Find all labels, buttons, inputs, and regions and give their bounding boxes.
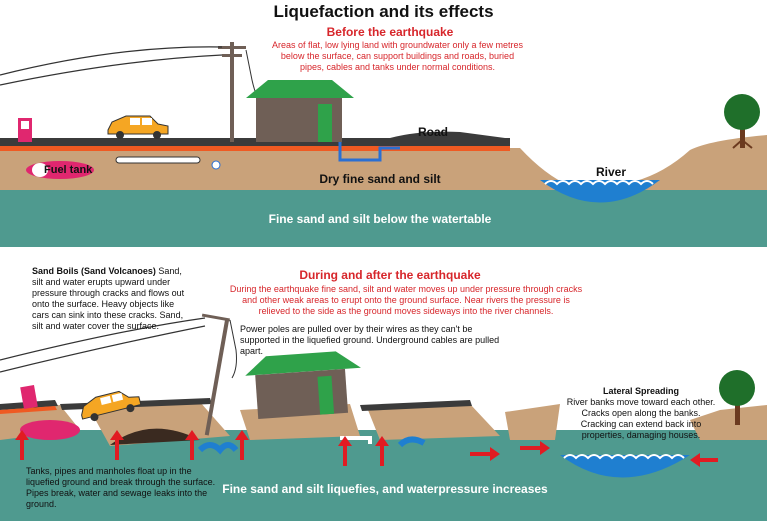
house-before	[246, 80, 400, 162]
road-hump-before	[390, 131, 505, 138]
river-after	[560, 455, 690, 478]
fuel-tank-label: Fuel tank	[44, 164, 93, 176]
car-after	[81, 390, 142, 422]
lateral-spreading-title: Lateral Spreading	[602, 386, 680, 396]
fuel-pump-after	[20, 384, 38, 410]
lateral-spreading-text: Lateral Spreading River banks move towar…	[566, 386, 716, 441]
road-before	[0, 138, 510, 146]
river-label-before: River	[596, 165, 627, 179]
page-title: Liquefaction and its effects	[273, 2, 494, 21]
river-before	[540, 180, 660, 203]
tree-after	[719, 370, 755, 425]
liquefies-label: Fine sand and silt liquefies, and waterp…	[222, 482, 548, 496]
dry-sand-label: Dry fine sand and silt	[319, 172, 441, 186]
orange-layer-before	[0, 146, 510, 151]
pipe-before	[115, 156, 201, 164]
sand-boils-text: Sand Boils (Sand Volcanoes) Sand, silt a…	[32, 266, 192, 332]
after-description: During the earthquake fine sand, silt an…	[229, 284, 583, 316]
sand-boil-after	[110, 428, 200, 445]
tree-before	[724, 94, 760, 149]
power-lines-before	[0, 46, 223, 86]
car-before	[107, 115, 169, 139]
power-poles-text: Power poles are pulled over by their wir…	[240, 324, 500, 356]
lateral-spreading-body: River banks move toward each other. Crac…	[566, 397, 716, 440]
pressure-arrows-up	[15, 430, 389, 466]
groundwater-layer-before	[0, 185, 767, 247]
power-lines-after	[0, 317, 206, 373]
after-heading: During and after the earthquake	[299, 268, 481, 282]
house-after	[245, 351, 361, 419]
before-heading: Before the earthquake	[326, 25, 454, 39]
manhole-before	[211, 160, 221, 170]
below-watertable-label: Fine sand and silt below the watertable	[268, 212, 492, 226]
sand-boils-title: Sand Boils (Sand Volcanoes)	[32, 266, 156, 276]
fuel-tank-after	[20, 420, 80, 440]
tanks-pipes-text: Tanks, pipes and manholes float up in th…	[26, 466, 216, 509]
power-pole-before	[230, 42, 234, 142]
river-waves-before	[544, 180, 654, 186]
pressure-arrows-side	[470, 441, 718, 467]
sand-boils-body: Sand, silt and water erupts upward under…	[32, 266, 185, 331]
before-description: Areas of flat, low lying land with groun…	[271, 40, 524, 72]
broken-pipe-after	[340, 436, 372, 444]
power-pole-after	[204, 318, 230, 436]
road-label: Road	[418, 125, 448, 139]
